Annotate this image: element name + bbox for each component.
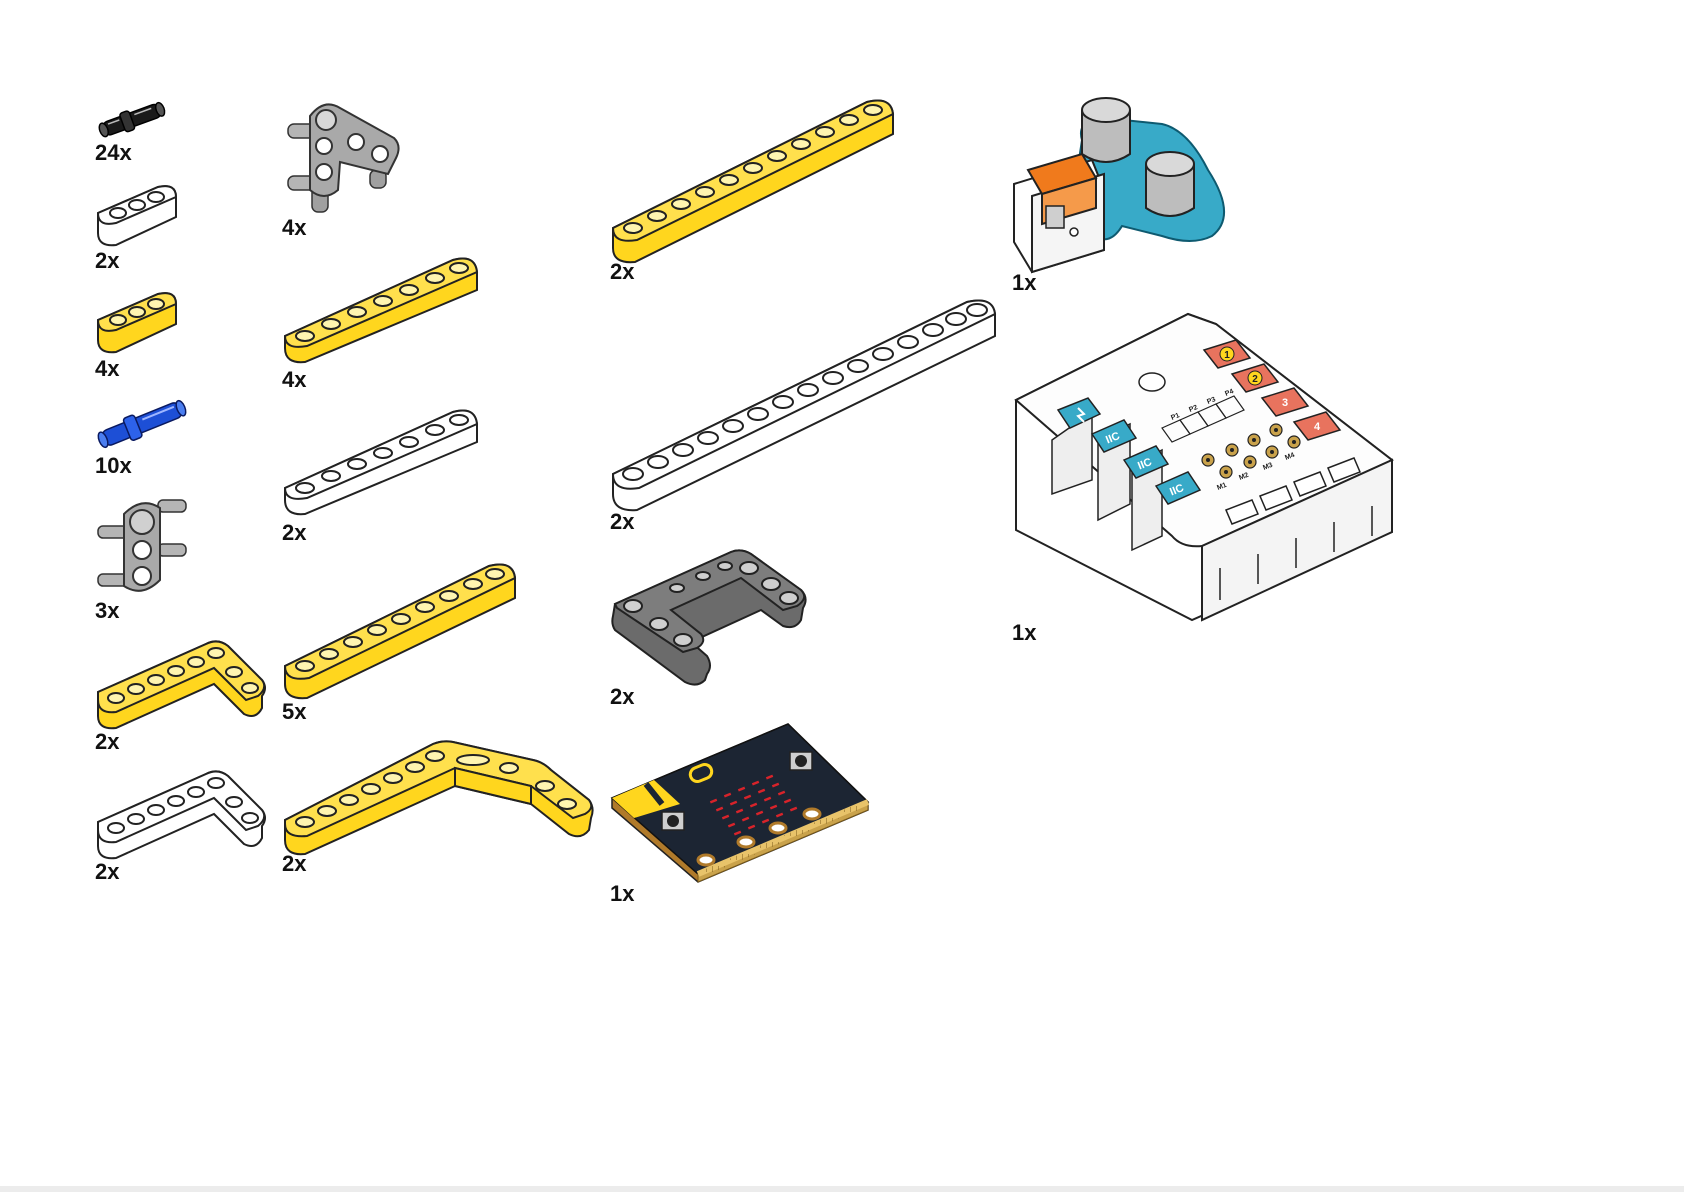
part-white-l-beam — [96, 768, 268, 860]
black-connector-pin-icon — [96, 100, 166, 140]
part-yellow-bent-beam — [283, 738, 595, 856]
port-1-label: 1 — [1224, 350, 1230, 361]
port-4-label: 4 — [1314, 421, 1321, 433]
quantity-label: 2x — [95, 861, 119, 883]
part-gray-connector-h — [96, 494, 190, 598]
part-yellow-beam-3 — [96, 290, 180, 356]
quantity-label: 2x — [95, 250, 119, 272]
yellow-l-beam-icon — [96, 638, 268, 730]
white-7-hole-beam-icon — [283, 408, 479, 516]
part-white-beam-3 — [96, 183, 180, 249]
ultrasonic-sensor-icon — [1012, 96, 1232, 274]
port-2-label: 2 — [1252, 374, 1258, 385]
quantity-label: 2x — [282, 853, 306, 875]
part-gray-u-frame — [611, 548, 809, 688]
blue-axle-pin-icon — [96, 398, 188, 450]
quantity-label: 1x — [1012, 622, 1036, 644]
part-yellow-beam-11 — [611, 98, 895, 264]
quantity-label: 4x — [95, 358, 119, 380]
gray-cross-connector-icon — [284, 98, 404, 216]
part-black-pin — [96, 100, 166, 140]
quantity-label: 10x — [95, 455, 132, 477]
gray-h-connector-icon — [96, 494, 190, 598]
yellow-3-hole-beam-icon — [96, 290, 180, 356]
quantity-label: 2x — [610, 261, 634, 283]
part-yellow-l-beam — [96, 638, 268, 730]
part-ultrasonic-sensor — [1012, 96, 1232, 274]
white-15-hole-beam-icon — [611, 298, 997, 512]
part-microbit-board — [610, 722, 870, 886]
quantity-label: 24x — [95, 142, 132, 164]
yellow-bent-beam-icon — [283, 738, 595, 856]
breakout-box-icon: IIC IIC IIC 1 2 3 4 P1 P2 P3 P4 — [1012, 310, 1396, 626]
part-gray-connector-cross — [284, 98, 404, 216]
quantity-label: 2x — [282, 522, 306, 544]
quantity-label: 4x — [282, 369, 306, 391]
microbit-board-icon — [610, 722, 870, 886]
part-white-beam-7 — [283, 408, 479, 516]
part-blue-axle-pin — [96, 398, 188, 450]
yellow-11-hole-beam-icon — [611, 98, 895, 264]
quantity-label: 2x — [610, 686, 634, 708]
yellow-9-hole-beam-icon — [283, 562, 517, 700]
quantity-label: 1x — [610, 883, 634, 905]
quantity-label: 5x — [282, 701, 306, 723]
quantity-label: 2x — [95, 731, 119, 753]
quantity-label: 3x — [95, 600, 119, 622]
part-yellow-beam-7 — [283, 256, 479, 364]
quantity-label: 2x — [610, 511, 634, 533]
reset-button — [1139, 373, 1165, 391]
part-nezha-breakout-box: IIC IIC IIC 1 2 3 4 P1 P2 P3 P4 — [1012, 310, 1396, 626]
yellow-7-hole-beam-icon — [283, 256, 479, 364]
quantity-label: 4x — [282, 217, 306, 239]
port-3-label: 3 — [1282, 397, 1288, 409]
white-l-beam-icon — [96, 768, 268, 860]
part-yellow-beam-9 — [283, 562, 517, 700]
white-3-hole-beam-icon — [96, 183, 180, 249]
quantity-label: 1x — [1012, 272, 1036, 294]
dark-gray-u-frame-icon — [611, 548, 809, 688]
part-white-beam-15 — [611, 298, 997, 512]
page-bottom-strip — [0, 1186, 1684, 1192]
